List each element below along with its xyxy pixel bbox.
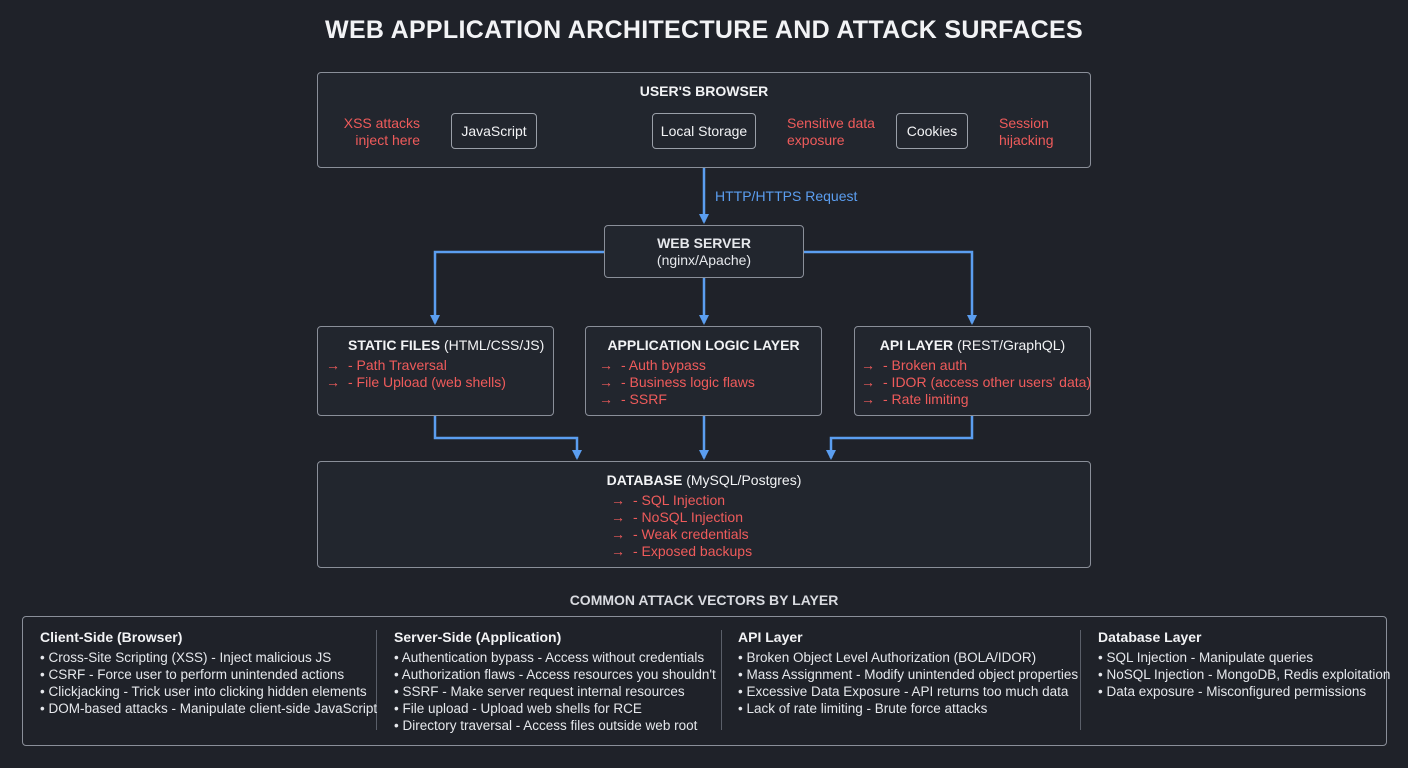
vector-item: • Authorization flaws - Access resources… — [394, 667, 716, 682]
attack-item: →- SSRF — [599, 391, 667, 407]
logic-layer-title: APPLICATION LOGIC LAYER — [607, 337, 800, 353]
vector-item: • Authentication bypass - Access without… — [394, 650, 705, 665]
web-server-title: WEB SERVER — [657, 235, 751, 251]
vector-item: • SQL Injection - Manipulate queries — [1098, 650, 1314, 665]
vector-item: • Broken Object Level Authorization (BOL… — [738, 650, 1037, 665]
cookies-component: Cookies — [896, 113, 968, 149]
attack-item: →- Auth bypass — [599, 357, 706, 373]
column-heading: API Layer — [738, 629, 803, 645]
vector-item: • SSRF - Make server request internal re… — [394, 684, 685, 699]
server-side-column: Server-Side (Application) • Authenticati… — [394, 629, 716, 734]
attack-item: →- File Upload (web shells) — [326, 374, 506, 390]
browser-title: USER'S BROWSER — [639, 83, 769, 99]
web-server-subtitle: (nginx/Apache) — [656, 252, 752, 268]
vector-item: • File upload - Upload web shells for RC… — [394, 701, 642, 716]
vectors-panel — [22, 616, 1387, 746]
vector-item: • CSRF - Force user to perform unintende… — [40, 667, 345, 682]
database-layer-column: Database Layer • SQL Injection - Manipul… — [1098, 629, 1390, 700]
logic-attack-list: →- Auth bypass →- Business logic flaws →… — [599, 357, 755, 408]
static-attack-list: →- Path Traversal →- File Upload (web sh… — [326, 357, 506, 391]
javascript-component: JavaScript — [451, 113, 537, 149]
database-title: DATABASE (MySQL/Postgres) — [606, 472, 802, 488]
web-server-box — [604, 225, 804, 278]
vector-item: • Data exposure - Misconfigured permissi… — [1098, 684, 1367, 699]
vector-item: • Mass Assignment - Modify unintended ob… — [738, 667, 1079, 682]
column-divider — [1080, 630, 1081, 730]
client-side-column: Client-Side (Browser) • Cross-Site Scrip… — [40, 629, 377, 717]
attack-item: →- Business logic flaws — [599, 374, 755, 390]
attack-item: →- IDOR (access other users' data) — [861, 374, 1092, 390]
vectors-title: COMMON ATTACK VECTORS BY LAYER — [569, 592, 839, 608]
attack-item: →- Weak credentials — [611, 526, 749, 542]
api-layer-title: API LAYER (REST/GraphQL) — [879, 337, 1066, 353]
vector-item: • Lack of rate limiting - Brute force at… — [738, 701, 988, 716]
column-heading: Client-Side (Browser) — [40, 629, 183, 645]
column-heading: Server-Side (Application) — [394, 629, 562, 645]
api-attack-list: →- Broken auth →- IDOR (access other use… — [861, 357, 1091, 408]
attack-item: →- NoSQL Injection — [611, 509, 743, 525]
vector-item: • NoSQL Injection - MongoDB, Redis explo… — [1098, 667, 1391, 682]
logic-layer-box — [585, 326, 822, 416]
api-layer-box — [854, 326, 1091, 416]
column-divider — [376, 630, 377, 730]
arrow-static-to-db — [433, 416, 582, 460]
local-storage-component: Local Storage — [652, 113, 756, 149]
attack-item: →- Exposed backups — [611, 543, 753, 559]
vector-item: • DOM-based attacks - Manipulate client-… — [40, 701, 378, 716]
page-title: WEB APPLICATION ARCHITECTURE AND ATTACK … — [325, 16, 1083, 44]
attack-item: →- Path Traversal — [326, 357, 447, 373]
database-attack-list: →- SQL Injection →- NoSQL Injection →- W… — [611, 492, 752, 560]
column-heading: Database Layer — [1098, 629, 1202, 645]
database-box — [317, 461, 1091, 568]
arrow-server-to-static — [430, 250, 604, 325]
vector-item: • Directory traversal - Access files out… — [394, 718, 698, 733]
request-label: HTTP/HTTPS Request — [715, 188, 858, 204]
vector-item: • Excessive Data Exposure - API returns … — [738, 684, 1069, 699]
static-files-title: STATIC FILES (HTML/CSS/JS) — [348, 337, 545, 353]
attack-item: →- Broken auth — [861, 357, 968, 373]
vector-item: • Cross-Site Scripting (XSS) - Inject ma… — [40, 650, 332, 665]
vector-item: • Clickjacking - Trick user into clickin… — [40, 684, 367, 699]
attack-item: →- Rate limiting — [861, 391, 969, 407]
static-files-box — [317, 326, 554, 416]
column-divider — [721, 630, 722, 730]
web-server-label: WEB SERVER (nginx/Apache) — [604, 235, 804, 269]
arrow-server-to-api — [804, 250, 977, 325]
arrow-api-to-db — [826, 416, 974, 460]
api-layer-column: API Layer • Broken Object Level Authoriz… — [738, 629, 1078, 717]
attack-item: →- SQL Injection — [611, 492, 726, 508]
